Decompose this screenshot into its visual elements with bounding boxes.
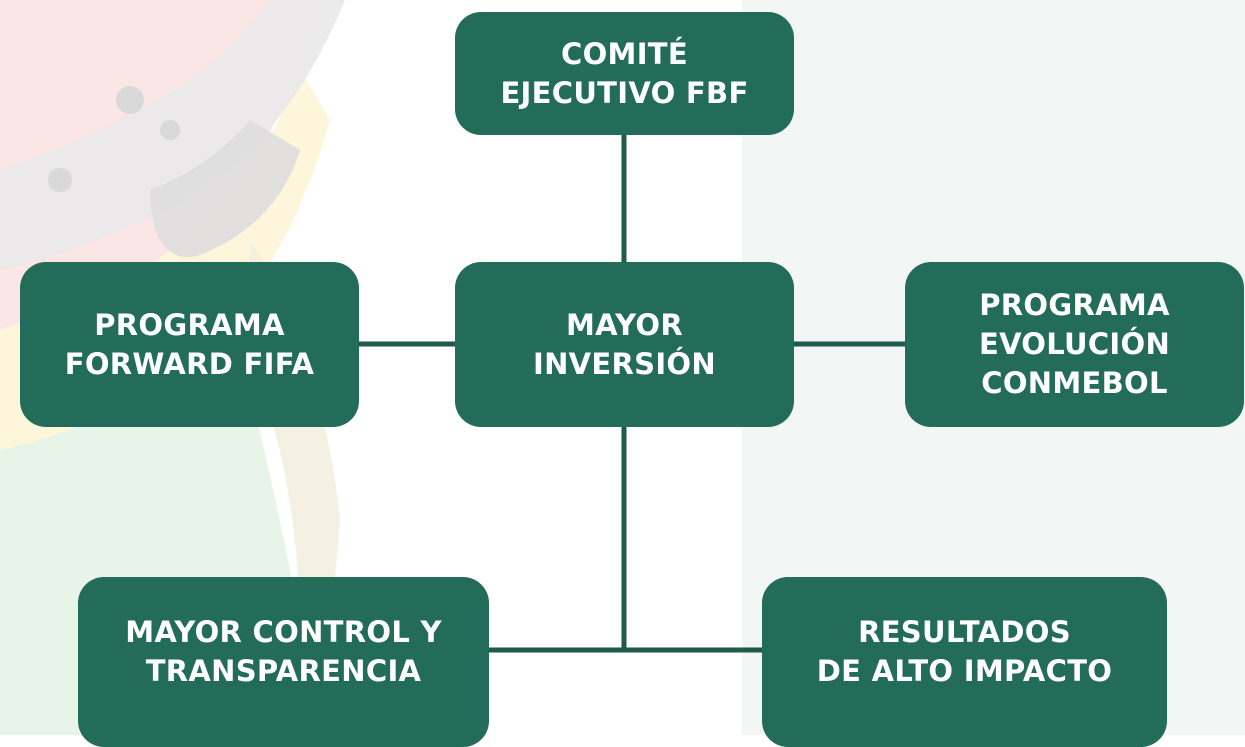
node-programa-evolucion-conmebol: PROGRAMA EVOLUCIÓN CONMEBOL — [905, 262, 1244, 427]
node-mayor-control-transparencia: MAYOR CONTROL Y TRANSPARENCIA — [78, 577, 489, 747]
node-comite-ejecutivo: COMITÉ EJECUTIVO FBF — [455, 12, 794, 135]
node-resultados-alto-impacto: RESULTADOS DE ALTO IMPACTO — [762, 577, 1167, 747]
node-mayor-inversion: MAYOR INVERSIÓN — [455, 262, 794, 427]
node-programa-forward-fifa: PROGRAMA FORWARD FIFA — [20, 262, 359, 427]
